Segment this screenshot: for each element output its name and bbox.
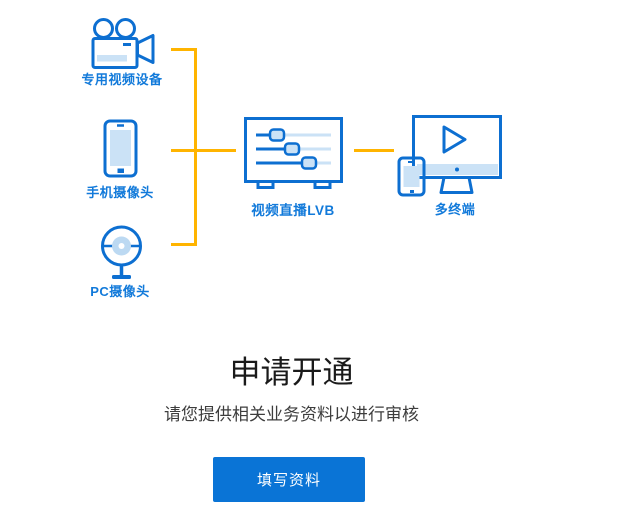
connector-top-stub: [171, 48, 197, 51]
connector-middle-line: [171, 149, 236, 152]
hub-label-lvb: 视频直播LVB: [251, 203, 335, 218]
mobile-phone-icon: [103, 119, 138, 178]
source-label-dedicated-video-device: 专用视频设备: [81, 72, 163, 87]
video-camera-icon: [91, 18, 155, 69]
source-label-mobile-camera: 手机摄像头: [86, 185, 154, 200]
mixer-icon: [244, 117, 343, 189]
source-label-pc-camera: PC摄像头: [90, 284, 150, 299]
fill-in-info-button[interactable]: 填写资料: [213, 457, 365, 502]
connector-right-line: [354, 149, 394, 152]
apply-subtitle: 请您提供相关业务资料以进行审核: [164, 405, 419, 424]
page-title: 申请开通: [229, 355, 354, 390]
connector-bottom-stub: [171, 243, 197, 246]
webcam-icon: [101, 225, 142, 279]
output-label-multi-terminal: 多终端: [434, 202, 476, 217]
multi-device-icon: [397, 115, 502, 197]
connector-vertical-line: [194, 48, 197, 246]
